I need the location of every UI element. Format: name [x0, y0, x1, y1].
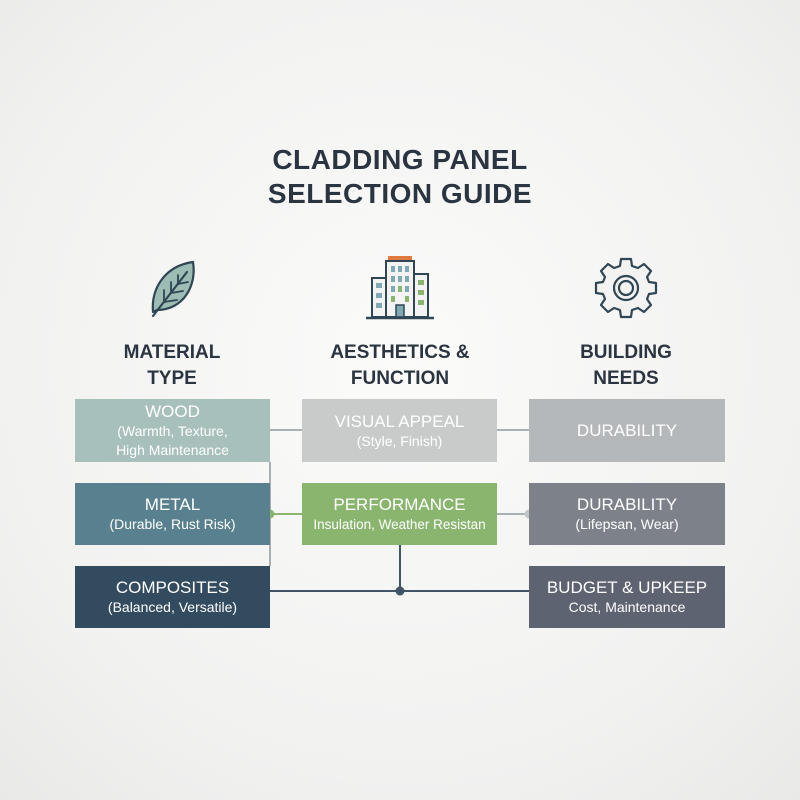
column-heading-material-type: MATERIAL TYPE: [72, 340, 272, 392]
connector-node-bottom: [395, 586, 405, 596]
performance-box: PERFORMANCE Insulation, Weather Resistan: [302, 483, 497, 545]
visual-appeal-box: VISUAL APPEAL (Style, Finish): [302, 399, 497, 462]
heading-line: FUNCTION: [350, 368, 450, 389]
page-title: CLADDING PANEL SELECTION GUIDE: [0, 143, 800, 211]
durability-top-box: DURABILITY: [529, 399, 725, 462]
building-icon: [366, 256, 434, 320]
title-line-1: CLADDING PANEL: [272, 144, 528, 175]
title-line-2: SELECTION GUIDE: [267, 178, 533, 209]
budget-title: BUDGET & UPKEEP: [546, 578, 708, 597]
visual-appeal-subtitle: (Style, Finish): [356, 432, 443, 449]
wood-subtitle-line-2: High Maintenance: [116, 442, 229, 458]
heading-line: AESTHETICS &: [330, 342, 470, 363]
wood-subtitle: (Warmth, Texture, High Maintenance: [116, 422, 229, 460]
budget-box: BUDGET & UPKEEP Cost, Maintenance: [529, 566, 725, 628]
durability-mid-box: DURABILITY (Lifepsan, Wear): [529, 483, 725, 545]
performance-title: PERFORMANCE: [333, 495, 466, 514]
durability-top-title: DURABILITY: [576, 421, 678, 440]
heading-line: TYPE: [147, 368, 197, 389]
composites-box: COMPOSITES (Balanced, Versatile): [75, 566, 270, 628]
composites-subtitle: (Balanced, Versatile): [107, 599, 238, 615]
wood-subtitle-line-1: (Warmth, Texture,: [117, 423, 228, 439]
budget-subtitle: Cost, Maintenance: [568, 599, 686, 615]
wood-title: WOOD: [145, 402, 200, 421]
column-heading-aesthetics-function: AESTHETICS & FUNCTION: [300, 340, 500, 392]
performance-subtitle: Insulation, Weather Resistan: [313, 517, 486, 532]
durability-mid-subtitle: (Lifepsan, Wear): [575, 516, 679, 532]
leaf-icon: [151, 260, 195, 318]
durability-mid-title: DURABILITY: [576, 495, 678, 514]
metal-title: METAL: [144, 495, 201, 514]
metal-subtitle: (Durable, Rust Risk): [109, 516, 236, 532]
wood-box: WOOD (Warmth, Texture, High Maintenance: [75, 399, 270, 462]
composites-title: COMPOSITES: [115, 578, 230, 597]
gear-icon: [594, 257, 658, 319]
metal-box: METAL (Durable, Rust Risk): [75, 483, 270, 545]
heading-line: NEEDS: [593, 368, 659, 389]
heading-line: BUILDING: [580, 342, 672, 363]
visual-appeal-title: VISUAL APPEAL: [334, 411, 465, 431]
column-heading-building-needs: BUILDING NEEDS: [526, 340, 726, 392]
heading-line: MATERIAL: [123, 342, 221, 363]
